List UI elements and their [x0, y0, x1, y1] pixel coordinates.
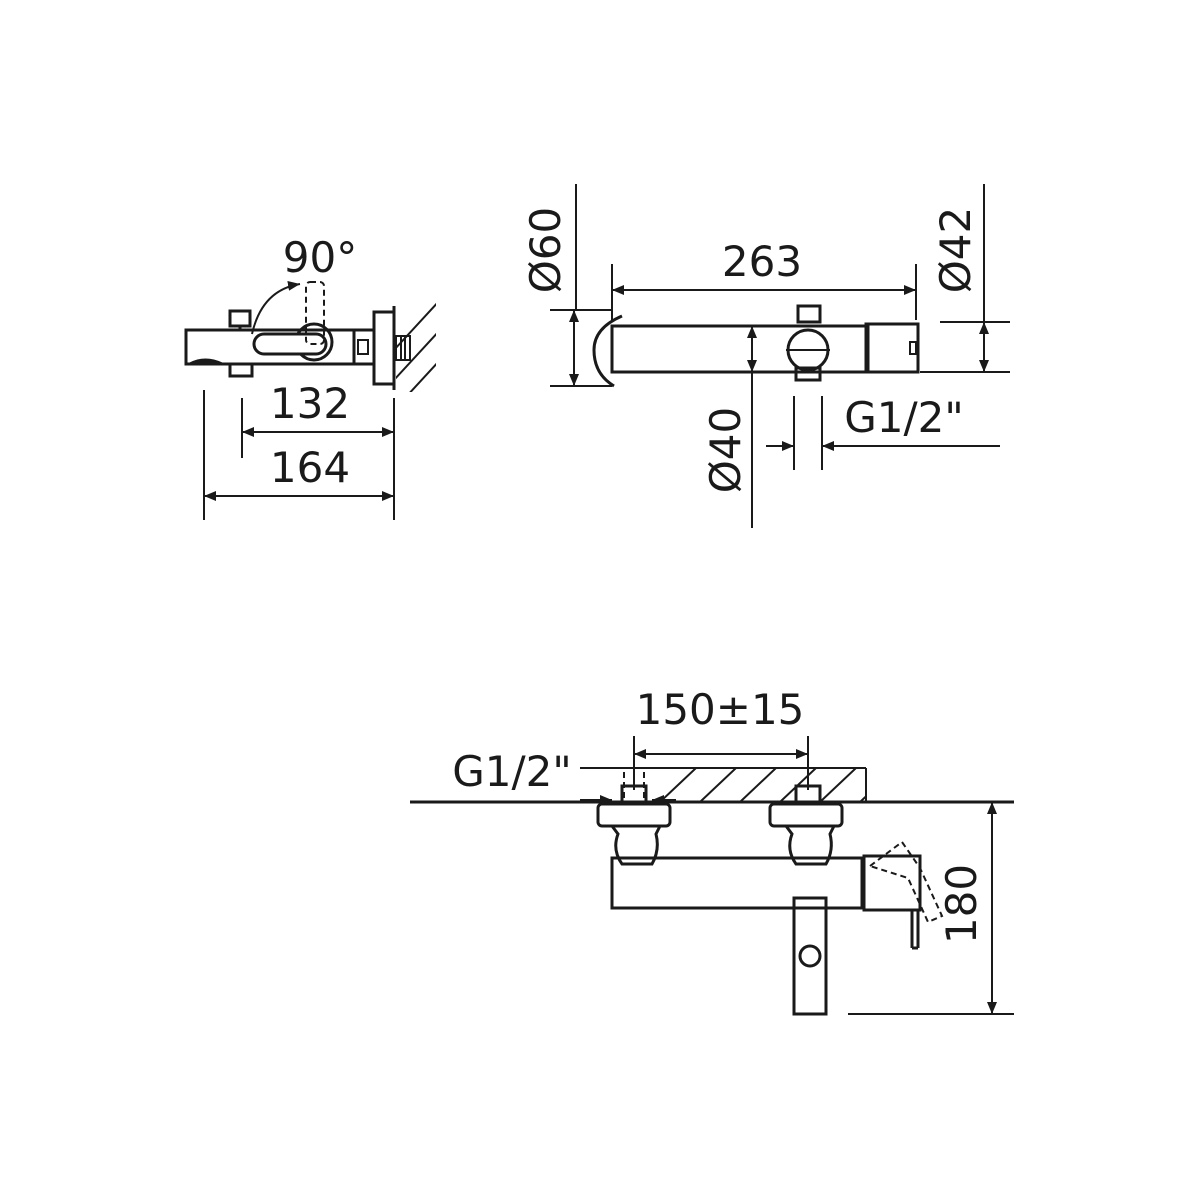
dim-label-d42: Ø42 — [931, 207, 980, 294]
dim-label-164: 164 — [270, 443, 350, 492]
side-lever — [252, 332, 328, 356]
top-end-cap — [864, 322, 920, 374]
front-spout-outlet — [798, 944, 822, 968]
side-wall-hatch — [396, 302, 436, 392]
dim-label-180: 180 — [937, 864, 986, 944]
top-left-flange — [592, 314, 623, 388]
side-connector — [395, 335, 411, 361]
thread-label-front: G1/2" — [452, 747, 571, 796]
dim-label-d60: Ø60 — [521, 207, 570, 294]
front-right-union — [784, 825, 836, 866]
front-cartridge-rotated — [867, 840, 944, 924]
front-right-nipple — [794, 784, 822, 804]
front-left-flange — [596, 802, 672, 828]
side-flange — [372, 310, 396, 386]
side-diverter-top — [228, 309, 252, 328]
front-left-nipple — [620, 784, 648, 804]
dim-label-d40: Ø40 — [701, 407, 750, 494]
front-body — [610, 856, 864, 910]
dim-label-150: 150±15 — [636, 685, 805, 734]
side-body-slot — [357, 339, 369, 355]
front-view: 150±15 G1/2" 180 — [410, 685, 1014, 1016]
side-outlet — [189, 358, 223, 366]
front-right-flange — [768, 802, 844, 828]
side-view: 90° 132 164 — [184, 233, 436, 520]
front-wall-hatch — [659, 768, 866, 802]
angle-arc — [251, 280, 301, 335]
front-left-union — [610, 825, 662, 866]
front-spout — [792, 896, 828, 1016]
dim-label-132: 132 — [270, 379, 350, 428]
top-view: 263 Ø60 Ø40 Ø42 G1/2" — [521, 184, 1010, 528]
dim-label-263: 263 — [722, 237, 802, 286]
top-diverter-bottom — [794, 366, 822, 382]
thread-label-top: G1/2" — [844, 393, 963, 442]
side-body-neck — [352, 328, 376, 366]
side-lever-rotated — [305, 281, 325, 345]
angle-label: 90° — [283, 233, 357, 282]
top-body — [610, 324, 870, 374]
top-end-slot — [909, 341, 917, 355]
front-cartridge — [862, 854, 922, 912]
side-diverter-bottom — [228, 362, 254, 378]
top-diverter-top — [796, 304, 822, 324]
